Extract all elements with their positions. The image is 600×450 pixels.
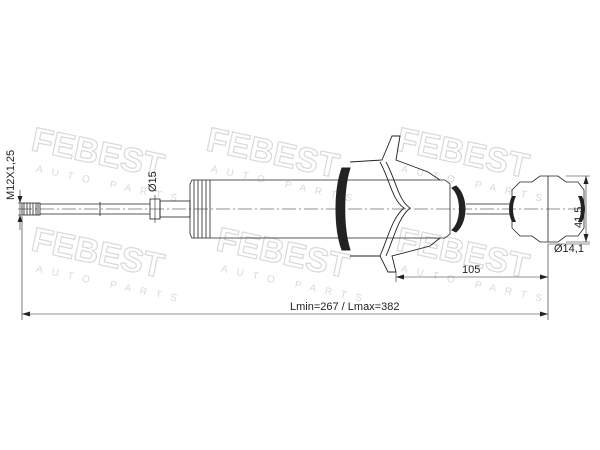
shock-body <box>189 179 451 239</box>
eye-bore-label: Ø14,1 <box>554 243 584 255</box>
lower-eye-mount <box>466 175 585 243</box>
threaded-end <box>21 202 41 216</box>
dimension-lines <box>18 175 590 320</box>
seal-rings <box>335 167 466 251</box>
length-label: Lmin=267 / Lmax=382 <box>290 301 399 313</box>
watermark-group: FEBEST AUTO PARTS FEBEST AUTO PARTS FEBE… <box>28 120 552 306</box>
dimension-arrows <box>17 176 589 317</box>
thread-size-label: M12X1,25 <box>5 150 17 200</box>
lower-eye-bushing <box>509 196 585 222</box>
eye-height-label: 41,5 <box>573 207 585 228</box>
rod-diameter-label: Ø15 <box>147 171 159 192</box>
mount-offset-label: 105 <box>462 264 480 276</box>
piston-rod <box>40 198 191 220</box>
